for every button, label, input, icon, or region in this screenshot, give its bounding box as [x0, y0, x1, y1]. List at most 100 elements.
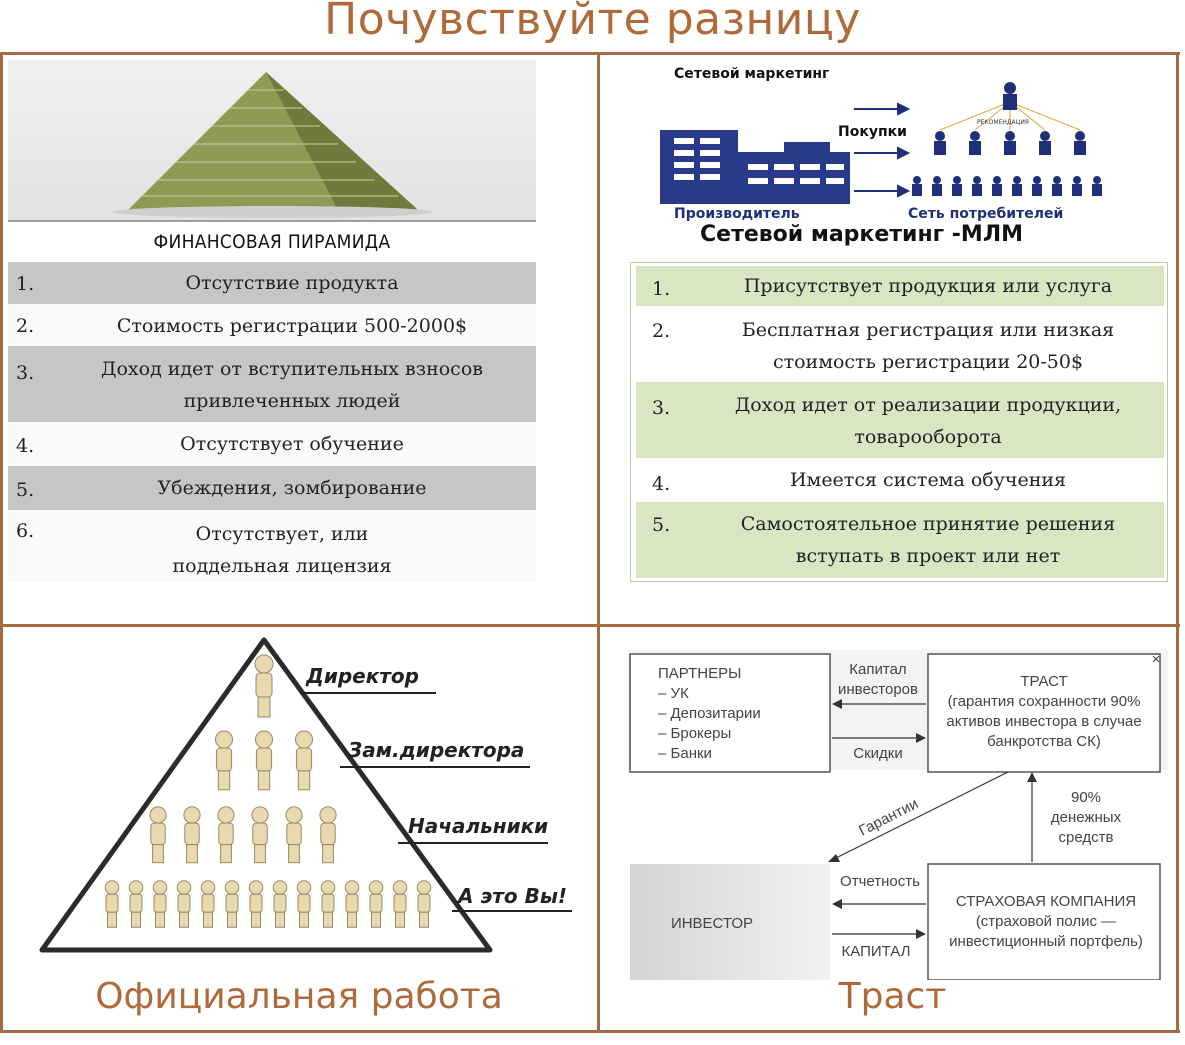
partner-item: – Банки — [658, 745, 712, 762]
row-number: 5. — [16, 479, 35, 501]
table-row: 6. Отсутствует, или поддельная лицензия — [8, 510, 536, 582]
level-you: А это Вы! — [458, 884, 568, 908]
partner-item: – Депозитарии — [658, 705, 761, 722]
insurance-desc: инвестиционный портфель) — [949, 933, 1143, 950]
row-number: 3. — [16, 362, 35, 384]
investor-label: ИНВЕСТОР — [671, 915, 753, 932]
financial-pyramid-header: ФИНАНСОВАЯ ПИРАМИДА — [8, 220, 536, 262]
person-figure — [368, 880, 384, 928]
level-underline — [398, 842, 548, 844]
row-number: 4. — [652, 473, 671, 495]
trust-box — [927, 653, 1161, 773]
person-figure — [254, 654, 274, 718]
person-figure — [294, 730, 314, 791]
close-icon[interactable]: × — [1152, 651, 1161, 668]
investor-box — [630, 864, 830, 980]
partner-item: – Брокеры — [658, 725, 731, 742]
capital-investors-label: Капитал — [849, 661, 906, 678]
recommendation-label: РЕКОМЕНДАЦИЯ — [977, 119, 1029, 126]
person-figure — [319, 806, 337, 864]
level-deputy: Зам.директора — [348, 738, 525, 762]
row-text: Отсутствует обучение — [180, 433, 404, 455]
consumers-label: Сеть потребителей — [908, 206, 1064, 222]
table-row: 5. Самостоятельное принятие решения всту… — [636, 502, 1164, 578]
person-figure — [183, 806, 201, 864]
trust-caption: Траст — [838, 976, 947, 1017]
guarantees-label: Гарантии — [856, 795, 921, 839]
person-figure — [320, 880, 336, 928]
table-row: 3. Доход идет от реализации продукции, т… — [636, 382, 1164, 458]
person-figure — [224, 880, 240, 928]
row-text: Доход идет от реализации продукции, това… — [734, 394, 1122, 448]
level-underline — [300, 692, 436, 694]
person-figure — [128, 880, 144, 928]
consumer-network-icon: РЕКОМЕНДАЦИЯ — [905, 80, 1115, 208]
frame-divider-horizontal — [0, 624, 1180, 627]
person-figure — [296, 880, 312, 928]
row-number: 2. — [16, 315, 35, 337]
person-figure — [200, 880, 216, 928]
funds-label: средств — [1059, 829, 1114, 846]
mlm-caption: Сетевой маркетинг -МЛМ — [700, 222, 1023, 247]
trust-desc: (гарантия сохранности 90% — [948, 693, 1141, 710]
partner-item: – УК — [658, 685, 689, 702]
row-text: Имеется система обучения — [789, 469, 1067, 491]
trust-desc: активов инвестора в случае — [946, 713, 1141, 730]
row-number: 6. — [16, 520, 35, 542]
row-text: Убеждения, зомбирование — [157, 477, 427, 499]
table-row: 1. Присутствует продукция или услуга — [636, 266, 1164, 306]
trust-title: ТРАСТ — [1020, 673, 1067, 690]
person-figure — [392, 880, 408, 928]
partners-title: ПАРТНЕРЫ — [658, 665, 741, 682]
reporting-label: Отчетность — [840, 873, 920, 890]
official-job-caption: Официальная работа — [95, 976, 503, 1017]
person-figure — [217, 806, 235, 864]
table-row: 2. Бесплатная регистрация или низкая сто… — [636, 306, 1164, 382]
person-figure — [254, 730, 274, 791]
person-figure — [344, 880, 360, 928]
frame-top — [0, 52, 1180, 55]
row-text: Доход идет от вступительных взносов прив… — [101, 358, 483, 412]
row-number: 3. — [652, 397, 671, 419]
factory-icon — [660, 130, 852, 204]
row-number: 5. — [652, 514, 671, 536]
trust-desc: банкротства СК) — [987, 733, 1101, 750]
hierarchy-pyramid — [30, 630, 570, 960]
capital-investors-label: инвесторов — [838, 681, 918, 698]
person-figure — [176, 880, 192, 928]
row-number: 1. — [16, 273, 35, 295]
funds-label: 90% — [1071, 789, 1101, 806]
table-row: 4. Отсутствует обучение — [8, 422, 536, 466]
table-row: 4. Имеется система обучения — [636, 458, 1164, 502]
level-director: Директор — [306, 664, 419, 688]
row-text: Самостоятельное принятие решения вступат… — [740, 513, 1116, 567]
row-text: Присутствует продукция или услуга — [743, 275, 1113, 297]
trust-diagram: ПАРТНЕРЫ – УК – Депозитарии – Брокеры – … — [600, 630, 1185, 981]
person-figure — [272, 880, 288, 928]
row-number: 2. — [652, 320, 671, 342]
mlm-diagram-title: Сетевой маркетинг — [674, 66, 830, 82]
person-figure — [251, 806, 269, 864]
capital-label: КАПИТАЛ — [842, 943, 911, 960]
person-figure — [149, 806, 167, 864]
person-figure — [416, 880, 432, 928]
row-number: 4. — [16, 435, 35, 457]
row-text: Бесплатная регистрация или низкая стоимо… — [741, 319, 1115, 373]
money-pyramid-image — [8, 60, 536, 220]
table-row: 2. Стоимость регистрации 500-2000$ — [8, 304, 536, 346]
level-managers: Начальники — [408, 814, 549, 838]
insurance-box — [927, 863, 1161, 981]
row-text: Отсутствует, или поддельная лицензия — [172, 523, 392, 577]
insurance-title: СТРАХОВАЯ КОМПАНИЯ — [956, 893, 1136, 910]
frame-left — [0, 52, 3, 1032]
person-figure — [152, 880, 168, 928]
frame-right — [1176, 52, 1179, 1032]
funds-label: денежных — [1051, 809, 1122, 826]
row-number: 1. — [652, 278, 671, 300]
person-figure — [214, 730, 234, 791]
insurance-desc: (страховой полис — — [976, 913, 1116, 930]
producer-label: Производитель — [674, 206, 800, 222]
level-underline — [340, 766, 530, 768]
table-row: 1. Отсутствие продукта — [8, 262, 536, 304]
frame-divider-vertical — [597, 52, 600, 1032]
